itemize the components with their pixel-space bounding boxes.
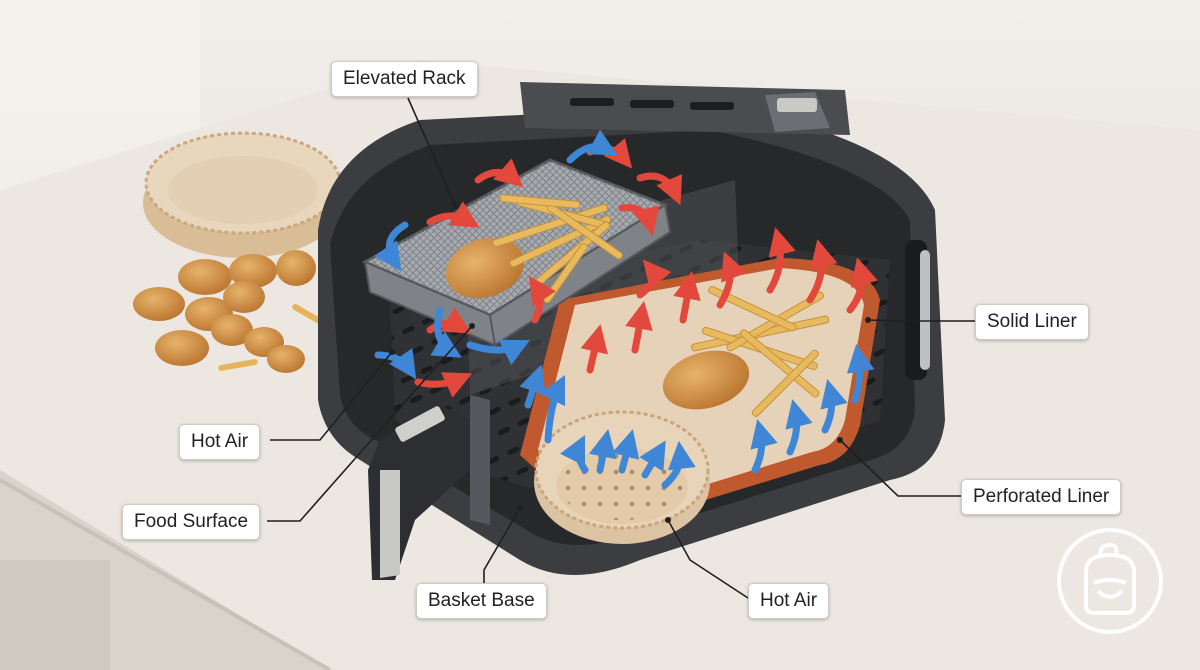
nuggets-icon [133, 250, 326, 373]
label-hot-air-left: Hot Air [179, 424, 261, 460]
fries-icon [492, 194, 830, 417]
paper-liner-icon [143, 131, 343, 258]
perforated-liner [534, 410, 710, 544]
label-food-surface: Food Surface [122, 504, 261, 540]
label-basket-base: Basket Base [416, 583, 547, 619]
label-elevated-rack: Elevated Rack [331, 61, 478, 97]
logo-icon [1057, 528, 1163, 634]
label-hot-air-bottom: Hot Air [748, 583, 830, 619]
label-perforated-liner: Perforated Liner [961, 479, 1122, 515]
label-solid-liner: Solid Liner [975, 304, 1089, 340]
